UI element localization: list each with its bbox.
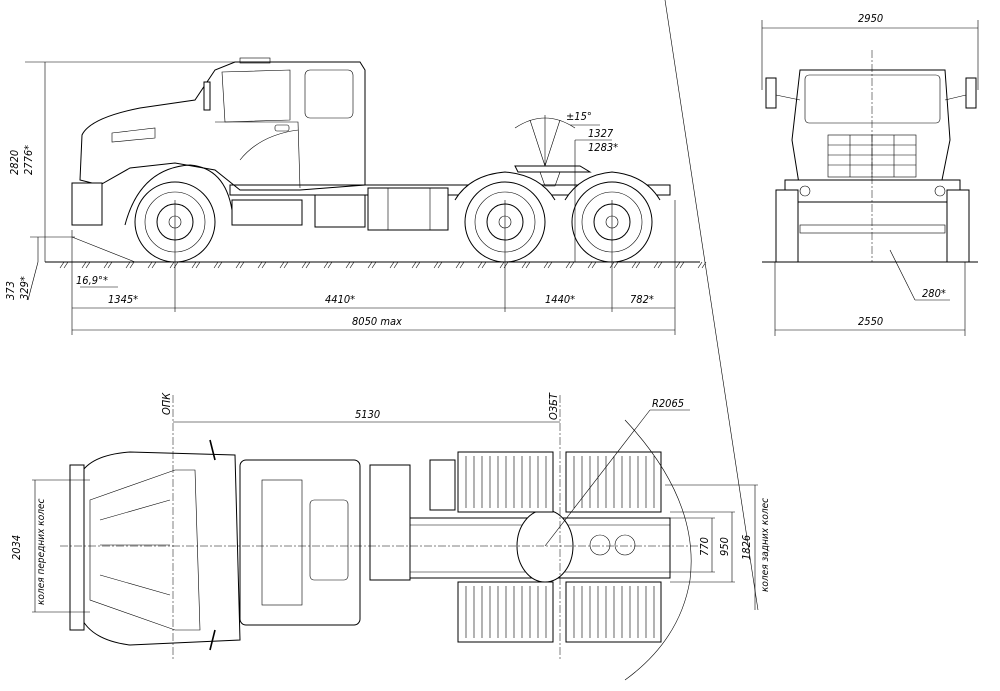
front-axle — [799, 224, 946, 234]
side-view: 2820 2776* 373 329* 16,9°* ±15° 1327 128… — [4, 57, 707, 335]
turning-radius-arc — [624, 419, 692, 681]
frame-width-outer-label: 950 — [718, 537, 731, 556]
rear-wheel-1-right — [457, 581, 554, 643]
wheelbase-rear-label: 1440* — [545, 293, 575, 306]
front-track-caption: колея передних колес — [36, 498, 47, 605]
cab-front-outline — [791, 69, 951, 191]
cab-door — [215, 121, 301, 189]
fifth-wheel-offset-label: 5130 — [355, 408, 380, 421]
front-overhang-label: 1345* — [108, 293, 138, 306]
hood-top — [89, 469, 201, 631]
mirror-right — [965, 77, 977, 109]
rear-wheel-1-left — [457, 451, 554, 513]
front-grille-guard — [69, 464, 85, 631]
ground-clearance-label: 373 — [4, 281, 17, 300]
chassis-frame — [229, 184, 671, 196]
roof-hatch — [309, 499, 349, 581]
step-box — [231, 199, 303, 226]
sleeper-cab-top — [239, 459, 361, 626]
cab-top-outline — [79, 451, 241, 646]
roof-lamps — [239, 57, 271, 64]
rear-wheel-2-right — [565, 581, 662, 643]
front-wheel-right — [946, 189, 970, 263]
battery-box — [314, 194, 366, 228]
front-wheel-left — [775, 189, 799, 263]
front-bumper — [71, 182, 103, 226]
door-handle — [274, 124, 290, 132]
front-bumper-front — [784, 179, 961, 203]
fifth-wheel-height-loaded-label: 1283* — [588, 141, 618, 154]
top-dimension-lines — [32, 0, 759, 613]
ground-hatch — [59, 261, 707, 269]
windshield — [804, 74, 941, 124]
battery-box-top — [369, 464, 411, 581]
top-view: ОПК ОЗБТ 5130 R2065 2034 колея передних … — [10, 0, 771, 681]
axle-clearance-label: 280* — [922, 287, 946, 300]
mirror-left — [765, 77, 777, 109]
front-axle-mark-label: ОПК — [160, 392, 173, 415]
side-dimension-lines — [25, 61, 676, 335]
overall-width-mirrors-label: 2950 — [858, 12, 883, 25]
turning-radius-label: R2065 — [652, 397, 684, 410]
cab-rear-window — [304, 69, 354, 119]
swing-arc — [514, 117, 576, 129]
front-fender — [124, 164, 233, 226]
fifth-wheel-swing-lines — [529, 115, 561, 167]
rear-overhang-label: 782* — [630, 293, 654, 306]
height-total-label: 2820 — [8, 150, 21, 175]
cab-outline — [79, 61, 366, 191]
front-track-label: 2034 — [10, 535, 23, 560]
height-loaded-label: 2776* — [22, 145, 35, 175]
front-view: 2950 2550 280* — [761, 12, 979, 336]
side-mirror — [203, 81, 211, 111]
air-tank — [429, 459, 456, 511]
roof-panel — [261, 479, 303, 606]
fifth-wheel-height-label: 1327 — [588, 127, 614, 140]
frame-width-inner-label: 770 — [698, 537, 711, 556]
front-dimension-lines — [761, 20, 979, 336]
mirrors-top — [209, 439, 216, 651]
fifth-wheel-swing-label: ±15° — [566, 110, 592, 123]
ground-clearance-loaded-label: 329* — [18, 276, 31, 300]
rear-bogie-mark-label: ОЗБТ — [547, 392, 560, 420]
fifth-wheel-coupling — [514, 165, 592, 173]
approach-angle-label: 16,9°* — [76, 274, 108, 287]
rear-wheel-2-left — [565, 451, 662, 513]
wheelbase-front-label: 4410* — [325, 293, 355, 306]
overall-length-label: 8050 max — [352, 315, 402, 328]
hood-grille — [111, 127, 156, 143]
rear-track-label: 1826 — [740, 535, 753, 560]
rear-track-caption: колея задних колес — [760, 498, 771, 592]
fuel-tank — [367, 187, 449, 231]
cab-side-window — [221, 69, 291, 123]
rear-wheels-top — [457, 451, 662, 643]
overall-width-label: 2550 — [858, 315, 883, 328]
